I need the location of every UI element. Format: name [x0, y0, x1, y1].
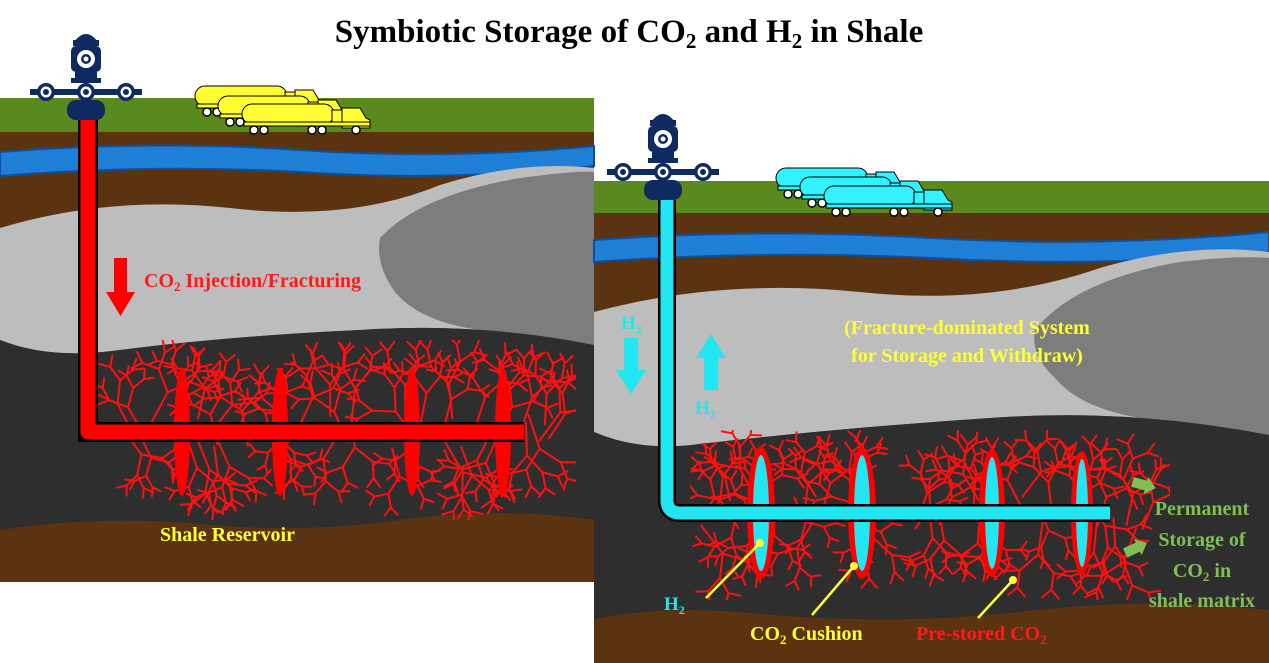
system-label-line1: (Fracture-dominated System [844, 317, 1090, 339]
pointer-dots [756, 539, 1017, 584]
matrix-flow-arrow-icon [1131, 476, 1156, 495]
right-panel: H2 H2 (Fracture-dominated System for Sto… [593, 114, 1269, 663]
matrix-flow-arrow-icon [1123, 538, 1147, 558]
permanent-line1: Permanent [1155, 498, 1250, 520]
h2-injection-label: H2 [621, 313, 642, 336]
pointer-lines [705, 542, 1014, 619]
dark-grey-lens [379, 171, 594, 352]
system-label-line2: for Storage and Withdraw) [851, 345, 1083, 367]
fracture-ellipses-right [747, 447, 1093, 579]
shale-reservoir-label: Shale Reservoir [160, 524, 295, 546]
well-pipe-right [660, 200, 1110, 520]
fracture-network-left [96, 340, 576, 520]
page-title: Symbiotic Storage of CO2 and H2 in Shale [335, 14, 923, 53]
injection-label: CO2 Injection/Fracturing [144, 270, 361, 294]
dark-grey-lens [1034, 257, 1269, 440]
aquifer-water [0, 144, 595, 178]
down-arrow-icon [106, 258, 135, 316]
h2-withdraw-label: H2 [695, 398, 716, 421]
up-arrow-icon [696, 334, 726, 390]
h2-fracture-label: H2 [664, 594, 685, 617]
left-panel: CO2 Injection/Fracturing Shale Reservoir [0, 34, 595, 582]
permanent-line2: Storage of [1158, 529, 1246, 551]
well-pipe-left [80, 118, 524, 440]
permanent-line4: shale matrix [1149, 590, 1255, 612]
permanent-line3: CO2 in [1173, 560, 1231, 584]
permanent-storage-label: Permanent Storage of CO2 in shale matrix [1149, 498, 1255, 612]
aquifer-water [593, 230, 1269, 264]
co2-cushion-label: CO2 Cushion [750, 623, 863, 647]
prestored-co2-label: Pre-stored CO2 [916, 623, 1047, 647]
down-arrow-icon [616, 338, 646, 394]
